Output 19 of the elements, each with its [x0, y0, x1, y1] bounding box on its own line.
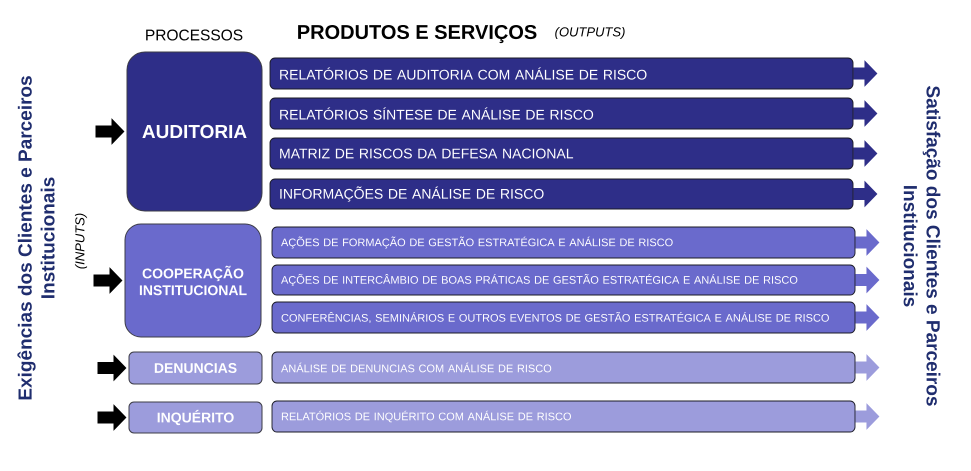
process-box: AUDITORIA — [126, 52, 262, 212]
output-bar: CONFERÊNCIAS, SEMINÁRIOS E OUTROS EVENTOS DE GESTÃO ESTRATÉGICA E ANÁLISE DE RISCO — [272, 302, 856, 334]
note: (INPUTS) — [74, 214, 88, 269]
output-bar: AÇÕES DE INTERCÂMBIO DE BOAS PRÁTICAS DE GESTÃO ESTRATÉGICA E ANÁLISE DE RISCO — [272, 264, 856, 296]
output-bar: AÇÕES DE FORMAÇÃO DE GESTÃO ESTRATÉGICA E ANÁLISE DE RISCO — [272, 226, 856, 258]
column-heading: PROCESSOS — [146, 30, 242, 40]
process-box: INQUÉRITO — [128, 402, 262, 434]
output-bar: ANÁLISE DE DENUNCIAS COM ANÁLISE DE RISCO — [272, 352, 856, 384]
side-heading: Exigências dos Clientes e Parceiros Institucionais — [17, 76, 55, 400]
output-bar: RELATÓRIOS DE INQUÉRITO COM ANÁLISE DE RISCO — [272, 400, 856, 432]
output-bar: RELATÓRIOS SÍNTESE DE ANÁLISE DE RISCO — [270, 98, 854, 130]
output-bar: INFORMAÇÕES DE ANÁLISE DE RISCO — [270, 178, 854, 210]
column-heading: PRODUTOS E SERVIÇOS — [298, 24, 536, 44]
note: (OUTPUTS) — [555, 26, 625, 40]
output-bar: MATRIZ DE RISCOS DA DEFESA NACIONAL — [270, 138, 854, 170]
process-box: DENUNCIAS — [128, 352, 262, 384]
process-box: COOPERAÇÃO INSTITUCIONAL — [124, 224, 262, 338]
side-heading: Satisfação dos Clientes e Parceiros Institucionais — [904, 86, 940, 406]
output-bar: RELATÓRIOS DE AUDITORIA COM ANÁLISE DE RISCO — [270, 58, 854, 90]
